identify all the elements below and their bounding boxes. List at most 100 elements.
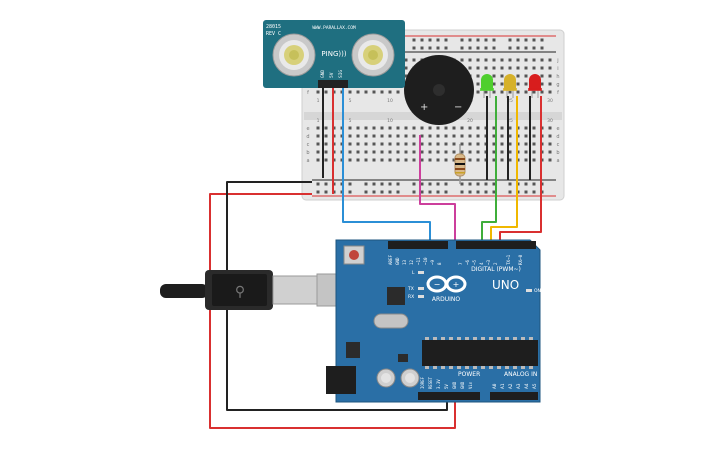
- led-red[interactable]: [528, 74, 542, 98]
- analog-pin-label-2: A2: [508, 383, 514, 389]
- voltage-regulator: [346, 342, 360, 358]
- digital-header-left: [388, 241, 448, 249]
- row-letter-a-0: a: [306, 158, 309, 164]
- led-tx-label: TX: [407, 286, 414, 292]
- row-letter-h-1: h: [556, 74, 559, 80]
- crystal: [373, 313, 409, 329]
- digital-pin-label-5: ~10: [423, 257, 428, 265]
- sensor-transducer-left: [272, 33, 316, 77]
- wire-green-led[interactable]: [481, 96, 497, 242]
- power-pin-label-6: Vin: [468, 381, 473, 389]
- row-letter-f-1: f: [557, 90, 559, 96]
- column-number-30-1: 30: [547, 118, 553, 124]
- piezo-buzzer[interactable]: + −: [404, 55, 474, 125]
- buzzer-minus-label: −: [454, 102, 462, 113]
- digital-pin-label-14: TX→1: [506, 254, 511, 265]
- analog-header-label: ANALOG IN: [504, 371, 537, 378]
- row-letter-a-1: a: [556, 158, 559, 164]
- wire-ground[interactable]: [226, 181, 448, 411]
- led-l-label: L: [412, 270, 415, 276]
- atmega-chip: [422, 340, 538, 366]
- analog-pin-label-4: A4: [524, 383, 530, 389]
- digital-pin-label-3: 12: [409, 259, 414, 265]
- usb-plug-metal: [272, 275, 318, 305]
- sensor-pin-gnd: GND: [320, 70, 326, 78]
- breadboard-row-letters: aabbccddeeffgghhiijj: [306, 58, 559, 164]
- digital-pin-label-0: AREF: [388, 254, 393, 265]
- row-letter-i-1: i: [557, 66, 558, 72]
- analog-pin-label-5: A5: [532, 383, 538, 389]
- wire-buzzer[interactable]: [419, 135, 456, 242]
- sensor-pin-5v: 5V: [329, 72, 335, 78]
- column-number-10-0: 10: [387, 98, 393, 104]
- led-green[interactable]: [480, 74, 494, 98]
- power-pin-label-2: 3.3V: [436, 379, 441, 389]
- wire-red-led[interactable]: [499, 96, 542, 242]
- row-letter-c-1: c: [557, 142, 560, 148]
- row-letter-b-0: b: [306, 150, 309, 156]
- digital-pin-label-8: 7: [458, 262, 463, 265]
- power-pin-label-0: IOREF: [420, 376, 425, 389]
- column-number-10-1: 10: [387, 118, 393, 124]
- usb-chip: [387, 287, 405, 305]
- row-letter-b-1: b: [556, 150, 559, 156]
- digital-header-label: DIGITAL (PWM~): [471, 266, 521, 273]
- usb-symbol-icon: ⚲: [235, 284, 245, 300]
- digital-pin-label-2: 13: [402, 259, 407, 265]
- column-number-20-1: 20: [467, 118, 473, 124]
- sensor-model: 28015: [266, 24, 281, 30]
- svg-text:+: +: [453, 280, 460, 289]
- column-number-1-1: 1: [317, 118, 320, 124]
- barrel-jack[interactable]: [326, 366, 356, 394]
- power-pin-label-5: GND: [460, 381, 465, 389]
- usb-cable[interactable]: ⚲: [160, 270, 348, 310]
- row-letter-g-1: g: [556, 82, 559, 88]
- ultrasonic-sensor[interactable]: 28015 REV C WWW.PARALLAX.COM PING))) GND…: [263, 20, 405, 88]
- row-letter-d-1: d: [556, 134, 559, 140]
- column-number-5-1: 5: [349, 118, 352, 124]
- sensor-name: PING))): [321, 50, 346, 58]
- wire-sensor-sig[interactable]: [342, 88, 431, 242]
- sensor-pin-sig: SIG: [338, 70, 344, 78]
- row-letter-d-0: d: [306, 134, 309, 140]
- buzzer-hole: [433, 84, 445, 96]
- wires: [209, 88, 542, 429]
- wire-power-5v[interactable]: [209, 193, 456, 429]
- row-letter-c-0: c: [307, 142, 310, 148]
- buzzer-plus-label: +: [420, 102, 428, 113]
- column-number-30-0: 30: [547, 98, 553, 104]
- sensor-website: WWW.PARALLAX.COM: [312, 25, 356, 31]
- digital-header-right: [456, 241, 536, 249]
- led-rx-label: RX: [408, 294, 414, 300]
- digital-pin-label-10: ~5: [472, 259, 477, 265]
- led-group: [480, 74, 542, 98]
- digital-pin-label-13: 2: [493, 262, 498, 265]
- row-letter-f-0: f: [307, 90, 309, 96]
- sensor-pin-header: [318, 80, 348, 88]
- digital-pin-label-12: ~3: [486, 259, 491, 265]
- row-letter-j-1: j: [556, 58, 558, 64]
- column-number-5-0: 5: [349, 98, 352, 104]
- usb-cable-strain: [160, 284, 208, 298]
- power-pin-label-1: RESET: [428, 376, 433, 389]
- arduino-logo-icon: − +: [426, 275, 467, 293]
- led-on-label: ON: [534, 288, 541, 294]
- wire-yellow-led[interactable]: [490, 96, 518, 242]
- power-header-label: POWER: [458, 371, 480, 378]
- resistor[interactable]: [454, 144, 466, 184]
- analog-pin-label-0: A0: [492, 383, 498, 389]
- row-letter-e-1: e: [556, 126, 559, 132]
- column-number-1-0: 1: [317, 98, 320, 104]
- digital-pin-label-7: 8: [437, 262, 442, 265]
- power-header: [418, 392, 480, 400]
- power-pin-label-4: GND: [452, 381, 457, 389]
- digital-pin-label-11: 4: [479, 262, 484, 265]
- digital-pin-label-6: ~9: [430, 259, 435, 265]
- arduino-brand: ARDUINO: [432, 296, 461, 303]
- sensor-transducer-right: [351, 33, 395, 77]
- column-number-25-1: 25: [507, 118, 513, 124]
